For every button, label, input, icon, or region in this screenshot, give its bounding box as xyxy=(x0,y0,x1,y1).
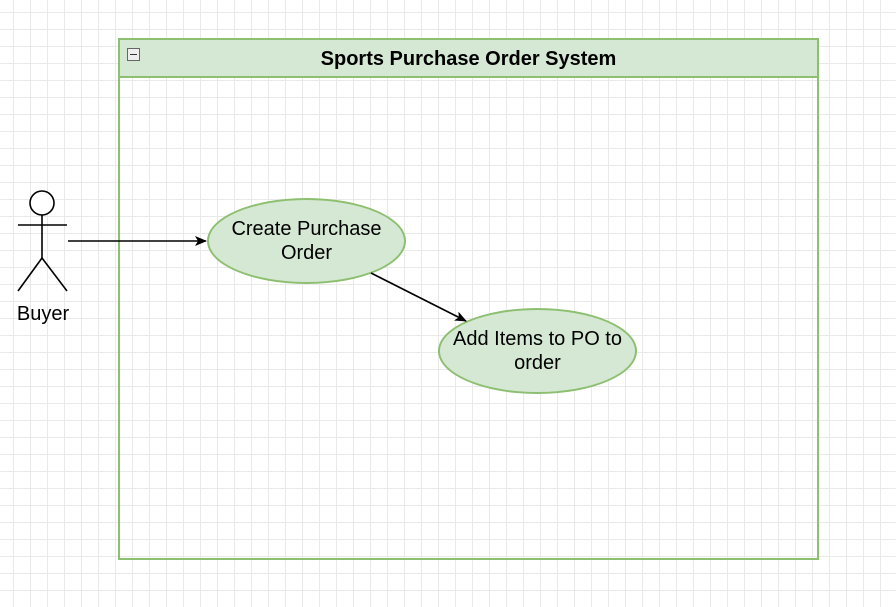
actor-right-leg xyxy=(41,257,68,292)
usecase-label: Create Purchase Order xyxy=(231,218,382,264)
actor-head xyxy=(29,190,55,216)
system-boundary[interactable]: Sports Purchase Order System xyxy=(118,38,819,560)
system-boundary-header: Sports Purchase Order System xyxy=(120,40,817,78)
collapse-icon[interactable] xyxy=(127,48,140,61)
usecase-add-items-to-po[interactable]: Add Items to PO to order xyxy=(438,308,637,394)
actor-figure[interactable] xyxy=(17,190,68,292)
usecase-label: Add Items to PO to order xyxy=(453,328,622,374)
association-create-to-add[interactable] xyxy=(370,272,467,322)
actor-left-leg xyxy=(17,257,43,292)
usecase-create-purchase-order[interactable]: Create Purchase Order xyxy=(207,198,406,284)
system-title: Sports Purchase Order System xyxy=(320,48,617,70)
actor-label: Buyer xyxy=(16,303,70,325)
